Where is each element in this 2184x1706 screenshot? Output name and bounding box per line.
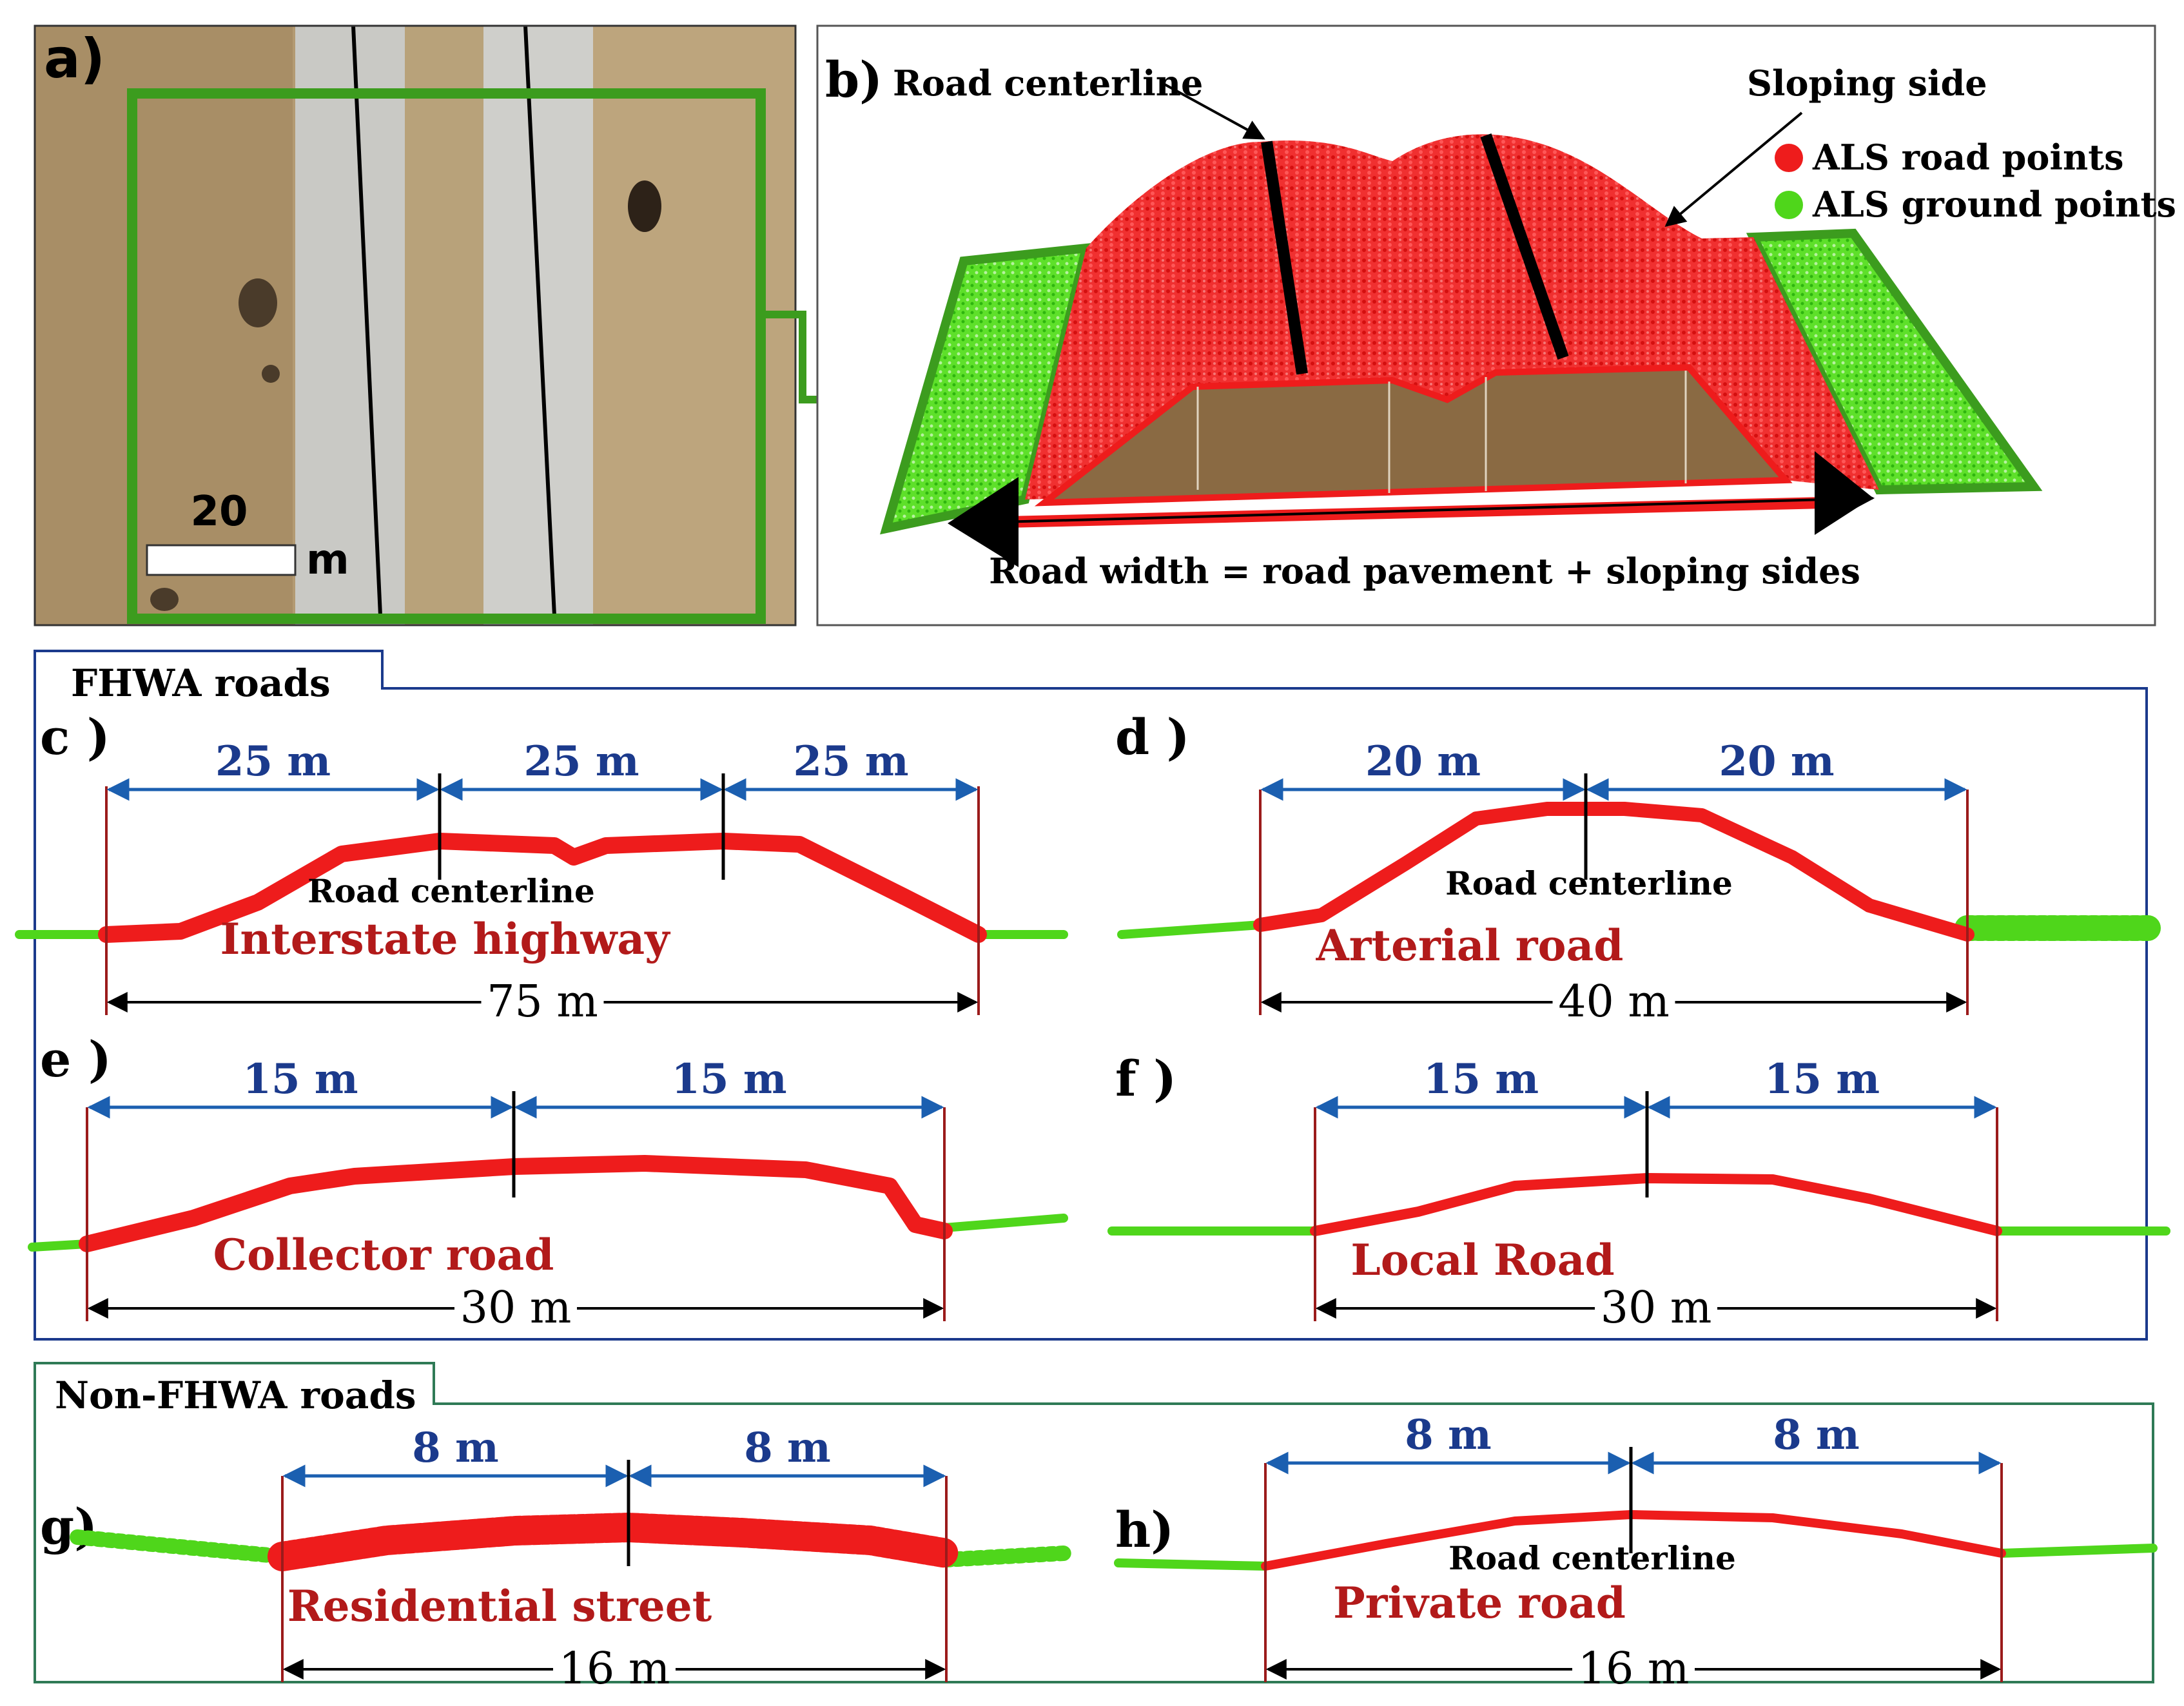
panel-b-road-model: b) Road centerline Sloping side ALS road… xyxy=(816,24,2176,626)
road-profile-f xyxy=(1310,1173,2002,1236)
ground-points-g-right xyxy=(939,1546,1071,1567)
ground-points-right xyxy=(1746,228,2043,495)
scale-bar-value: 20 xyxy=(190,488,248,536)
legend-road-label: ALS road points xyxy=(1812,137,2124,178)
aerial-terrain-patch xyxy=(35,26,293,625)
ground-points-e-left xyxy=(28,1239,92,1252)
road-name-f: Local Road xyxy=(1350,1235,1614,1285)
panel-a-letter: a) xyxy=(44,27,105,90)
road-centerline-label-h: Road centerline xyxy=(1448,1539,1736,1577)
road-width-arrow xyxy=(951,488,1875,534)
road-centerline-label: Road centerline xyxy=(893,63,1203,104)
panel-c-letter: c ) xyxy=(40,708,110,766)
aerial-image-frame xyxy=(34,24,797,626)
segment-label-d: 20 m xyxy=(1365,737,1481,786)
aerial-centerline-right xyxy=(523,25,556,616)
segment-label-f: 15 m xyxy=(1764,1055,1880,1103)
segment-label-h: 8 m xyxy=(1773,1411,1860,1459)
panel-b-letter: b) xyxy=(825,51,882,108)
aerial-shrub xyxy=(239,278,277,327)
centerline-pointer xyxy=(1163,82,1265,140)
panel-e-letter: e ) xyxy=(40,1031,112,1088)
segment-label-f: 15 m xyxy=(1423,1055,1539,1103)
fhwa-box-label: FHWA roads xyxy=(71,661,331,705)
aerial-road-lane-left xyxy=(295,26,405,625)
road-centerline-label-c: Road centerline xyxy=(307,872,595,910)
nonfhwa-box-label: Non-FHWA roads xyxy=(55,1373,416,1417)
road-name-g: Residential street xyxy=(288,1581,712,1631)
road-name-c: Interstate highway xyxy=(220,914,670,964)
ground-points-h-left xyxy=(1114,1558,1270,1571)
aerial-median xyxy=(405,26,483,625)
road-name-d: Arterial road xyxy=(1316,920,1624,971)
segment-label-c: 25 m xyxy=(215,737,331,786)
aerial-shrub xyxy=(262,365,280,383)
road-name-e: Collector road xyxy=(213,1230,554,1280)
aerial-shrub xyxy=(628,180,661,232)
panel-h-letter: h) xyxy=(1115,1501,1174,1558)
ground-points-e-right xyxy=(940,1214,1068,1232)
panel-g-letter: g) xyxy=(40,1498,97,1555)
panel-d-letter: d ) xyxy=(1115,708,1190,766)
ground-points-g-left xyxy=(70,1529,290,1564)
segment-label-g: 8 m xyxy=(744,1424,831,1472)
sloping-side-label: Sloping side xyxy=(1747,63,1987,104)
aerial-selection-box xyxy=(127,88,766,624)
aerial-centerline-left xyxy=(351,25,382,616)
road-name-h: Private road xyxy=(1333,1578,1626,1628)
sloping-side-pointer xyxy=(1664,111,1803,228)
road-centerline-left xyxy=(1261,141,1308,375)
ground-points-d-left xyxy=(1117,920,1265,939)
segment-label-d: 20 m xyxy=(1719,737,1834,786)
nonfhwa-box xyxy=(34,1362,2154,1683)
road-profile-c xyxy=(98,833,987,943)
road-profile-e xyxy=(79,1155,953,1252)
segment-label-g: 8 m xyxy=(412,1424,499,1472)
scale-bar-unit: m xyxy=(306,536,349,584)
panel-a-aerial-image: 20 m a) xyxy=(34,24,797,626)
total-width-label-e: 30 m xyxy=(460,1283,572,1333)
panel-f-letter: f ) xyxy=(1115,1050,1176,1107)
width-arrowhead-left xyxy=(948,477,1019,567)
ground-points-h-right xyxy=(1997,1544,2158,1558)
road-centerline-right xyxy=(1480,133,1569,360)
segment-label-e: 15 m xyxy=(671,1055,786,1103)
scale-bar xyxy=(146,544,297,576)
aerial-shrub xyxy=(150,588,179,611)
road-profile-g xyxy=(268,1513,961,1571)
legend-road-marker xyxy=(1775,144,1803,172)
segment-label-c: 25 m xyxy=(793,737,908,786)
legend-ground-label: ALS ground points xyxy=(1812,184,2176,225)
total-width-label-f: 30 m xyxy=(1601,1283,1712,1333)
road-width-caption: Road width = road pavement + sloping sid… xyxy=(989,550,1860,592)
legend-ground-marker xyxy=(1775,191,1803,219)
total-width-label-h: 16 m xyxy=(1578,1643,1690,1694)
road-centerline-label-d: Road centerline xyxy=(1445,864,1733,902)
total-width-label-d: 40 m xyxy=(1558,976,1670,1027)
fhwa-roads-group: FHWA roads xyxy=(34,650,2148,1341)
segment-label-h: 8 m xyxy=(1405,1411,1492,1459)
segment-label-c: 25 m xyxy=(523,737,639,786)
total-width-label-g: 16 m xyxy=(559,1643,670,1694)
fhwa-box xyxy=(34,650,2148,1341)
total-width-label-c: 75 m xyxy=(487,976,598,1027)
nonfhwa-roads-group: Non-FHWA roads xyxy=(34,1362,2154,1683)
width-arrowhead-right xyxy=(1815,451,1873,535)
segment-label-e: 15 m xyxy=(242,1055,358,1103)
